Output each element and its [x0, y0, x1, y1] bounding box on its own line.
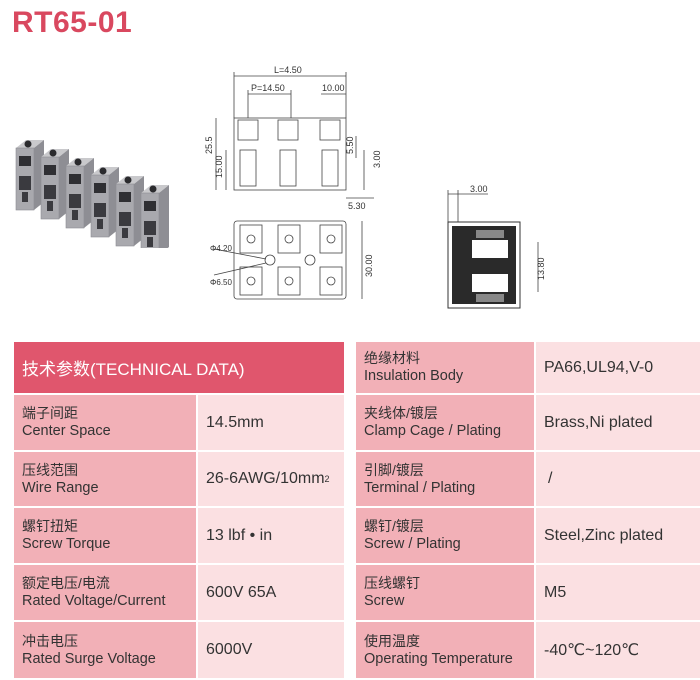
table-row: 绝缘材料 Insulation Body PA66,UL94,V-0 — [356, 342, 700, 393]
dia-4-20-label: Φ4.20 — [210, 244, 233, 253]
row-value: -40℃~120℃ — [536, 622, 700, 678]
label-en: Center Space — [22, 423, 111, 439]
row-label: 使用温度 Operating Temperature — [356, 622, 534, 678]
technical-data-table: 技术参数(TECHNICAL DATA) 端子间距 Center Space 1… — [14, 342, 700, 680]
dim-height-25-label: 25.5 — [204, 136, 214, 154]
row-value: 6000V — [198, 622, 344, 678]
label-zh: 夹线体/镀层 — [364, 405, 438, 421]
label-zh: 额定电压/电流 — [22, 575, 110, 591]
label-en: Insulation Body — [364, 368, 464, 384]
row-value: M5 — [536, 565, 700, 620]
row-label: 夹线体/镀层 Clamp Cage / Plating — [356, 395, 534, 450]
terminal-block-segment — [90, 167, 119, 238]
row-label: 引脚/镀层 Terminal / Plating — [356, 452, 534, 506]
row-label: 压线螺钉 Screw — [356, 565, 534, 620]
wire-range-sup: 2 — [324, 474, 330, 484]
label-en: Screw / Plating — [364, 536, 461, 552]
terminal-block-segment — [140, 185, 169, 248]
label-en: Rated Voltage/Current — [22, 593, 166, 609]
terminal-block-segment — [40, 149, 69, 220]
label-en: Wire Range — [22, 479, 99, 496]
table-row: 端子间距 Center Space 14.5mm — [14, 395, 344, 450]
table-row: 夹线体/镀层 Clamp Cage / Plating Brass,Ni pla… — [356, 395, 700, 450]
label-zh: 绝缘材料 — [364, 350, 420, 366]
label-zh: 螺钉扭矩 — [22, 518, 78, 534]
table-header: 技术参数(TECHNICAL DATA) — [14, 342, 344, 393]
dim-height-15-label: 15.00 — [214, 155, 224, 178]
label-zh: 冲击电压 — [22, 632, 78, 649]
row-value: Steel,Zinc plated — [536, 508, 700, 563]
label-zh: 引脚/镀层 — [364, 461, 424, 478]
dim-5-30-label: 5.30 — [348, 201, 366, 211]
dim-30-label: 30.00 — [364, 254, 374, 277]
terminal-block-segment — [115, 176, 144, 247]
dim-5-50-label: 5.50 — [345, 136, 355, 154]
label-zh: 端子间距 — [22, 405, 78, 421]
product-photo — [15, 140, 169, 248]
dim-width-label: 10.00 — [322, 83, 345, 93]
table-row: 压线螺钉 Screw M5 — [356, 565, 700, 620]
label-en: Clamp Cage / Plating — [364, 423, 502, 439]
table-row: 使用温度 Operating Temperature -40℃~120℃ — [356, 622, 700, 678]
label-zh: 使用温度 — [364, 632, 420, 649]
side-dim-3-00-label: 3.00 — [470, 184, 488, 194]
table-row: 额定电压/电流 Rated Voltage/Current 600V 65A — [14, 565, 344, 620]
label-zh: 压线螺钉 — [364, 575, 420, 591]
row-value: / — [536, 452, 700, 506]
terminal-block-segment — [65, 158, 94, 229]
dim-length-label: L=4.50 — [274, 65, 302, 75]
dim-pitch-label: P=14.50 — [251, 83, 285, 93]
row-value: PA66,UL94,V-0 — [536, 342, 700, 393]
row-value: 600V 65A — [198, 565, 344, 620]
table-row: 螺钉扭矩 Screw Torque 13 lbf • in — [14, 508, 344, 563]
row-label: 螺钉扭矩 Screw Torque — [14, 508, 196, 563]
label-en: Terminal / Plating — [364, 479, 476, 496]
row-label: 冲击电压 Rated Surge Voltage — [14, 622, 196, 678]
row-label: 螺钉/镀层 Screw / Plating — [356, 508, 534, 563]
wire-range-value: 26-6AWG/10mm — [206, 470, 325, 487]
table-row: 冲击电压 Rated Surge Voltage 6000V — [14, 622, 344, 678]
table-row: 螺钉/镀层 Screw / Plating Steel,Zinc plated — [356, 508, 700, 563]
terminal-block-segment — [15, 140, 44, 211]
side-dim-13-80-label: 13.80 — [536, 257, 546, 280]
label-en: Screw Torque — [22, 536, 111, 552]
label-en: Rated Surge Voltage — [22, 650, 156, 667]
label-zh: 压线范围 — [22, 461, 78, 478]
dia-6-50-label: Φ6.50 — [210, 278, 233, 287]
label-en: Operating Temperature — [364, 650, 513, 667]
table-row: 引脚/镀层 Terminal / Plating / — [356, 452, 700, 506]
row-label: 额定电压/电流 Rated Voltage/Current — [14, 565, 196, 620]
top-view-drawing: L=4.50 P=14.50 10.00 25.5 15.00 5.50 3.0… — [204, 65, 382, 211]
row-value: 13 lbf • in — [198, 508, 344, 563]
label-en: Screw — [364, 593, 405, 609]
row-label: 绝缘材料 Insulation Body — [356, 342, 534, 393]
dim-3-00-label: 3.00 — [372, 150, 382, 168]
product-title: RT65-01 — [12, 6, 133, 39]
row-value: 14.5mm — [198, 395, 344, 450]
row-label: 端子间距 Center Space — [14, 395, 196, 450]
side-view-drawing: 3.00 13.80 — [447, 184, 546, 309]
bottom-view-drawing: Φ4.20 Φ6.50 30.00 — [210, 220, 374, 300]
label-zh: 螺钉/镀层 — [364, 518, 424, 534]
row-value: Brass,Ni plated — [536, 395, 700, 450]
row-label: 压线范围 Wire Range — [14, 452, 196, 506]
table-header-row: 技术参数(TECHNICAL DATA) — [14, 342, 344, 393]
